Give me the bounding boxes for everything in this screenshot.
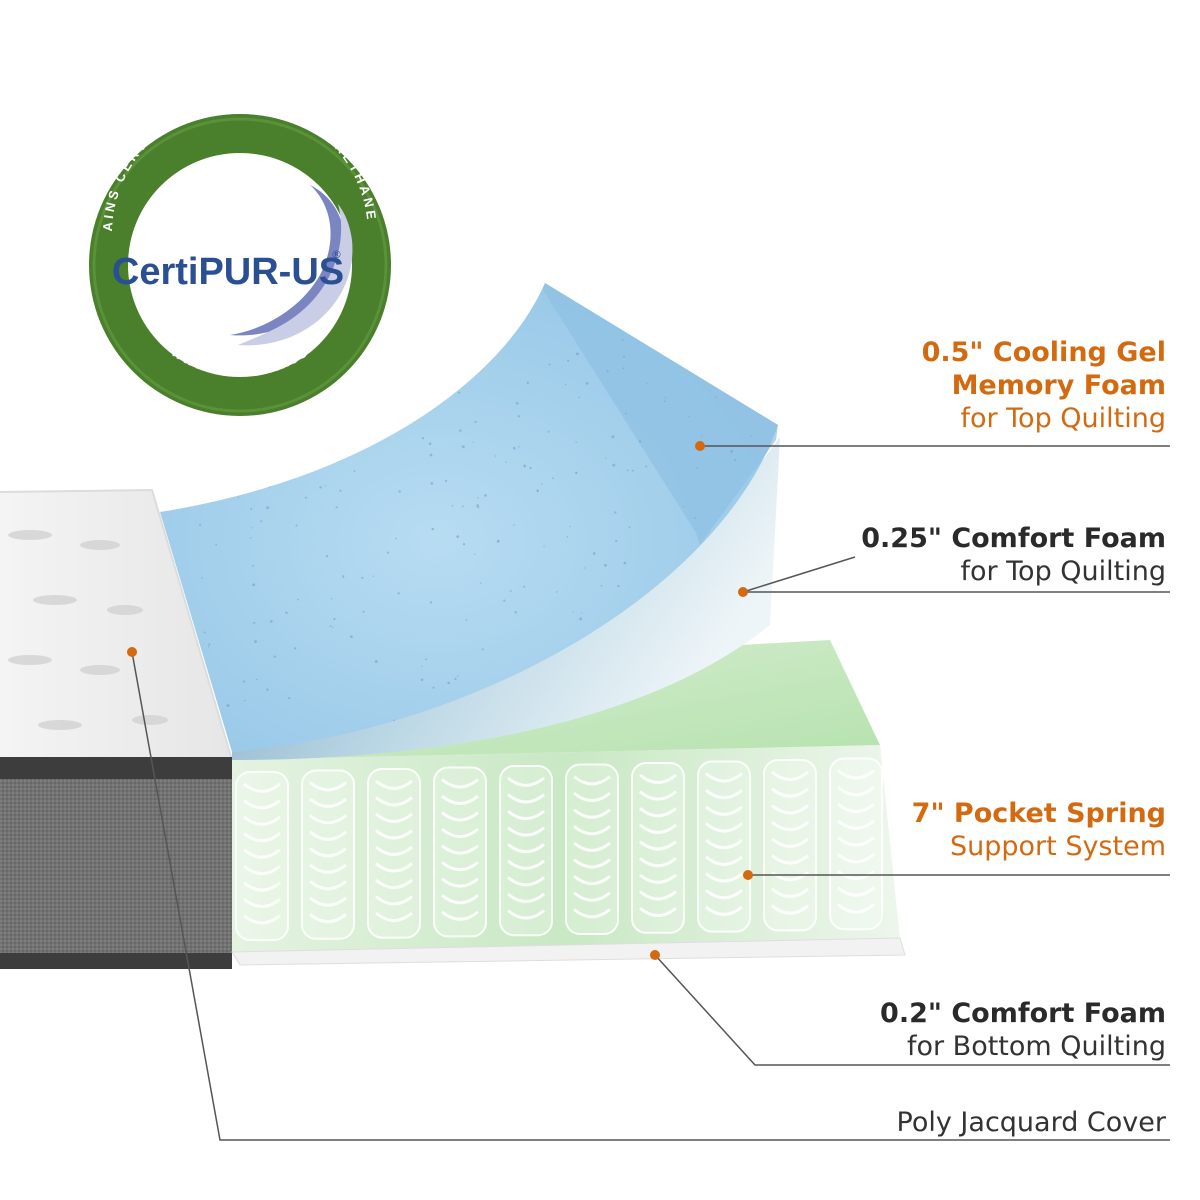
- label-comfort-foam-bottom: 0.2" Comfort Foam for Bottom Quilting: [880, 997, 1166, 1063]
- spring-coil: [771, 770, 809, 915]
- spring-coil: [705, 772, 743, 916]
- spring-coil: [639, 773, 677, 918]
- label-line: 0.5" Cooling Gel: [921, 337, 1166, 368]
- leader-lines: [131, 445, 1170, 1141]
- spring-coil: [441, 778, 479, 921]
- label-comfort-foam-top: 0.25" Comfort Foam for Top Quilting: [861, 522, 1166, 588]
- label-cover: Poly Jacquard Cover: [897, 1106, 1166, 1139]
- label-line: for Top Quilting: [960, 403, 1166, 434]
- marker-dot: [695, 441, 705, 451]
- label-pocket-spring: 7" Pocket Spring Support System: [912, 797, 1166, 863]
- label-cooling-gel: 0.5" Cooling Gel Memory Foam for Top Qui…: [922, 336, 1166, 435]
- label-line: Memory Foam: [951, 370, 1166, 401]
- label-line: 7" Pocket Spring: [911, 798, 1166, 829]
- label-line: for Top Quilting: [960, 556, 1166, 587]
- label-line: 0.2" Comfort Foam: [880, 998, 1166, 1029]
- spring-coil: [837, 769, 875, 914]
- marker-dot: [650, 950, 660, 960]
- label-line: Poly Jacquard Cover: [896, 1107, 1166, 1138]
- comfort-foam-top-layer: [232, 437, 780, 760]
- mattress-left-block: [0, 488, 233, 969]
- marker-dot: [127, 647, 137, 657]
- registered-mark: ®: [331, 248, 342, 261]
- seal-brand-text: CertiPUR-US: [112, 251, 344, 293]
- marker-dot: [738, 587, 748, 597]
- spring-coil: [375, 779, 413, 923]
- marker-dot: [743, 870, 753, 880]
- certipur-seal: CONTAINS CERTIFIED FLEXIBLE POLYURETHANE…: [0, 0, 391, 416]
- label-line: for Bottom Quilting: [906, 1031, 1166, 1062]
- spring-coil: [573, 775, 611, 919]
- spring-coil: [507, 776, 545, 920]
- spring-coil: [243, 782, 281, 925]
- label-line: 0.25" Comfort Foam: [861, 523, 1166, 554]
- spring-coil: [309, 781, 347, 924]
- marker-dots: [127, 441, 753, 960]
- label-line: Support System: [950, 831, 1166, 862]
